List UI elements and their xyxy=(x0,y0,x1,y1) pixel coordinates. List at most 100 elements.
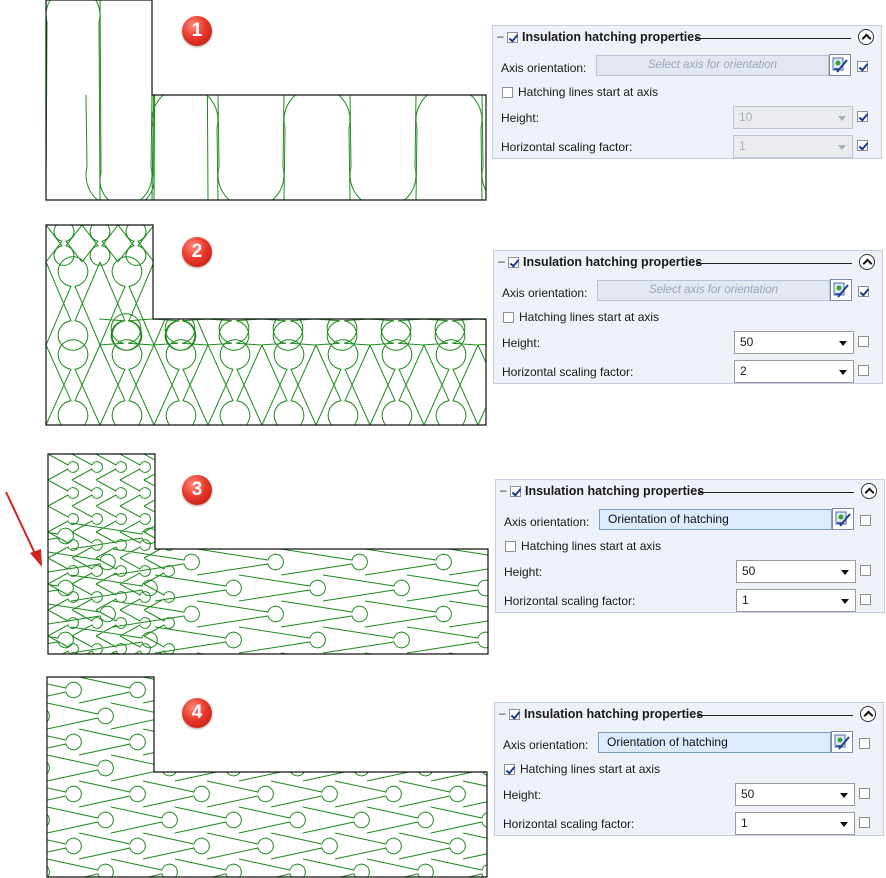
axis-orientation-field[interactable]: Orientation of hatching xyxy=(599,509,832,530)
panel-enable-checkbox[interactable] xyxy=(509,709,520,720)
chevron-down-icon xyxy=(841,599,849,604)
axis-orientation-label: Axis orientation: xyxy=(502,286,588,300)
pick-axis-icon xyxy=(835,511,851,527)
panel-enable-checkbox[interactable] xyxy=(508,257,519,268)
height-checkbox[interactable] xyxy=(859,788,870,799)
horizontal-scaling-checkbox[interactable] xyxy=(857,140,868,151)
step-badge-3: 3 xyxy=(182,475,212,505)
header-divider xyxy=(696,263,852,264)
panel-enable-checkbox[interactable] xyxy=(510,486,521,497)
chevron-up-circle-icon[interactable] xyxy=(859,254,875,270)
start-at-axis-label: Hatching lines start at axis xyxy=(521,539,662,553)
axis-orientation-field[interactable]: Select axis for orientation xyxy=(596,55,829,76)
chevron-up-circle-icon[interactable] xyxy=(860,706,876,722)
horizontal-scaling-select[interactable]: 1 xyxy=(735,812,855,835)
panel-title: Insulation hatching properties xyxy=(525,484,705,498)
chevron-down-icon xyxy=(839,370,847,375)
horizontal-scaling-value: 1 xyxy=(742,593,749,607)
start-at-axis-checkbox[interactable] xyxy=(502,87,513,98)
collapse-dash-icon: – xyxy=(500,483,507,497)
horizontal-scaling-checkbox[interactable] xyxy=(858,365,869,376)
insulation-section-2 xyxy=(45,224,487,426)
pick-axis-button[interactable] xyxy=(831,731,853,753)
section-outline xyxy=(46,676,488,878)
red-arrow-icon xyxy=(5,491,42,567)
horizontal-scaling-checkbox[interactable] xyxy=(859,817,870,828)
axis-orientation-label: Axis orientation: xyxy=(504,515,590,529)
step-badge-4: 4 xyxy=(182,698,212,728)
header-divider xyxy=(697,715,853,716)
panel-header: – Insulation hatching properties xyxy=(495,703,883,727)
axis-orientation-field[interactable]: Orientation of hatching xyxy=(598,732,831,753)
section-outline xyxy=(47,453,489,655)
chevron-up-circle-icon[interactable] xyxy=(861,483,877,499)
height-checkbox[interactable] xyxy=(858,336,869,347)
step-badge-2: 2 xyxy=(182,237,212,267)
height-value: 50 xyxy=(741,787,755,801)
pick-axis-button[interactable] xyxy=(832,508,854,530)
pick-axis-button[interactable] xyxy=(830,279,852,301)
pick-axis-icon xyxy=(832,57,848,73)
insulation-hatching-panel-3: – Insulation hatching properties Axis or… xyxy=(495,479,885,613)
pick-axis-icon xyxy=(834,734,850,750)
panel-title: Insulation hatching properties xyxy=(523,255,703,269)
insulation-hatching-panel-2: – Insulation hatching properties Axis or… xyxy=(493,250,883,384)
axis-orientation-label: Axis orientation: xyxy=(501,61,587,75)
start-at-axis-checkbox[interactable] xyxy=(503,312,514,323)
horizontal-scaling-value: 2 xyxy=(740,364,747,378)
hatch-pattern xyxy=(46,225,486,425)
axis-orientation-checkbox[interactable] xyxy=(857,61,868,72)
axis-orientation-checkbox[interactable] xyxy=(858,286,869,297)
step-badge-1: 1 xyxy=(182,16,212,46)
height-checkbox[interactable] xyxy=(857,111,868,122)
height-label: Height: xyxy=(502,336,541,350)
chevron-up-circle-icon[interactable] xyxy=(858,29,874,45)
height-value: 50 xyxy=(742,564,756,578)
height-select[interactable]: 50 xyxy=(735,783,855,806)
height-label: Height: xyxy=(504,565,543,579)
height-select[interactable]: 50 xyxy=(736,560,856,583)
chevron-down-icon xyxy=(840,793,848,798)
insulation-hatching-panel-4: – Insulation hatching properties Axis or… xyxy=(494,702,884,836)
height-select[interactable]: 50 xyxy=(734,331,854,354)
horizontal-scaling-label: Horizontal scaling factor: xyxy=(504,594,636,608)
chevron-down-icon xyxy=(840,822,848,827)
axis-orientation-checkbox[interactable] xyxy=(860,515,871,526)
collapse-dash-icon: – xyxy=(497,29,504,43)
height-value: 10 xyxy=(739,110,753,124)
height-value: 50 xyxy=(740,335,754,349)
pick-axis-icon xyxy=(833,282,849,298)
panel-enable-checkbox[interactable] xyxy=(507,32,518,43)
height-select[interactable]: 10 xyxy=(733,106,853,129)
horizontal-scaling-value: 1 xyxy=(739,139,746,153)
start-at-axis-checkbox[interactable] xyxy=(504,764,515,775)
horizontal-scaling-checkbox[interactable] xyxy=(860,594,871,605)
horizontal-scaling-label: Horizontal scaling factor: xyxy=(502,365,634,379)
panel-title: Insulation hatching properties xyxy=(524,707,704,721)
collapse-dash-icon: – xyxy=(498,254,505,268)
chevron-down-icon xyxy=(841,570,849,575)
chevron-down-icon xyxy=(838,145,846,150)
height-checkbox[interactable] xyxy=(860,565,871,576)
collapse-dash-icon: – xyxy=(499,706,506,720)
horizontal-scaling-value: 1 xyxy=(741,816,748,830)
horizontal-scaling-select[interactable]: 1 xyxy=(736,589,856,612)
panel-header: – Insulation hatching properties xyxy=(496,480,884,504)
start-at-axis-label: Hatching lines start at axis xyxy=(519,310,660,324)
horizontal-scaling-label: Horizontal scaling factor: xyxy=(503,817,635,831)
chevron-down-icon xyxy=(839,341,847,346)
panel-header: – Insulation hatching properties xyxy=(494,251,882,275)
axis-orientation-field[interactable]: Select axis for orientation xyxy=(597,280,830,301)
axis-orientation-checkbox[interactable] xyxy=(859,738,870,749)
section-outline xyxy=(45,0,487,201)
chevron-down-icon xyxy=(838,116,846,121)
insulation-hatching-panel-1: – Insulation hatching properties Axis or… xyxy=(492,25,882,159)
section-outline xyxy=(45,224,487,426)
pick-axis-button[interactable] xyxy=(829,54,851,76)
horizontal-scaling-select[interactable]: 2 xyxy=(734,360,854,383)
height-label: Height: xyxy=(501,111,540,125)
start-at-axis-checkbox[interactable] xyxy=(505,541,516,552)
horizontal-scaling-select[interactable]: 1 xyxy=(733,135,853,158)
panel-header: – Insulation hatching properties xyxy=(493,26,881,50)
